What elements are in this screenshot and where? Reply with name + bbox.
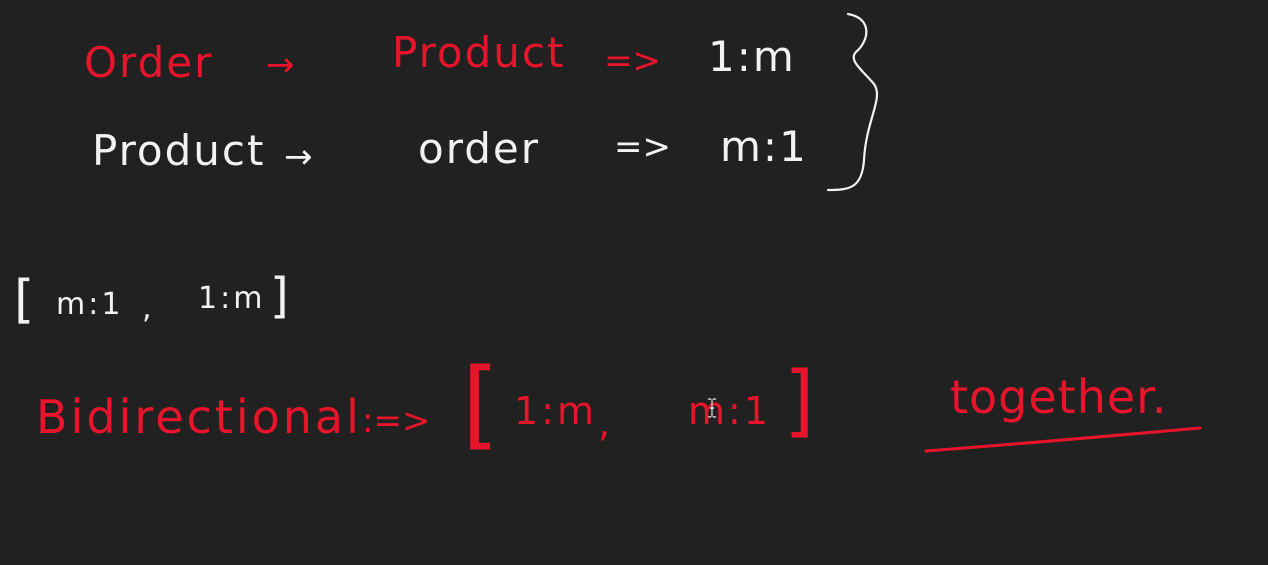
row1-arrow-icon: → <box>266 45 295 85</box>
bidirectional-second-text: m:1 <box>688 389 771 433</box>
together-note: together. <box>950 370 1168 424</box>
pair-comma: , <box>142 291 155 326</box>
bidirectional-open-bracket: [ <box>462 348 500 460</box>
bidirectional-first-text: 1:m <box>514 389 597 433</box>
row2-from-text: Product <box>92 126 266 175</box>
row2-arrow-icon: → <box>284 137 313 177</box>
underline-stroke-icon <box>924 426 1202 453</box>
row1-implies-icon: => <box>604 41 661 81</box>
row2-to-text: order <box>418 124 540 173</box>
i-beam-cursor-icon <box>708 398 716 418</box>
pair-open-bracket: [ <box>14 270 35 330</box>
bidirectional-implies-icon: :=> <box>362 401 431 441</box>
pair-second-text: 1:m <box>198 281 266 316</box>
row1-from-text: Order <box>84 38 214 87</box>
bidirectional-label: Bidirectional <box>36 390 362 444</box>
row2-relation-text: m:1 <box>720 122 808 171</box>
right-curly-brace-icon <box>826 12 879 192</box>
row1-to-text: Product <box>392 28 566 77</box>
pair-first-text: m:1 <box>56 287 124 322</box>
row1-relation-text: 1:m <box>708 32 796 81</box>
bidirectional-comma: , <box>598 401 614 445</box>
bidirectional-close-bracket: ] <box>784 356 815 446</box>
row2-implies-icon: => <box>614 127 671 167</box>
pair-close-bracket: ] <box>270 268 289 324</box>
